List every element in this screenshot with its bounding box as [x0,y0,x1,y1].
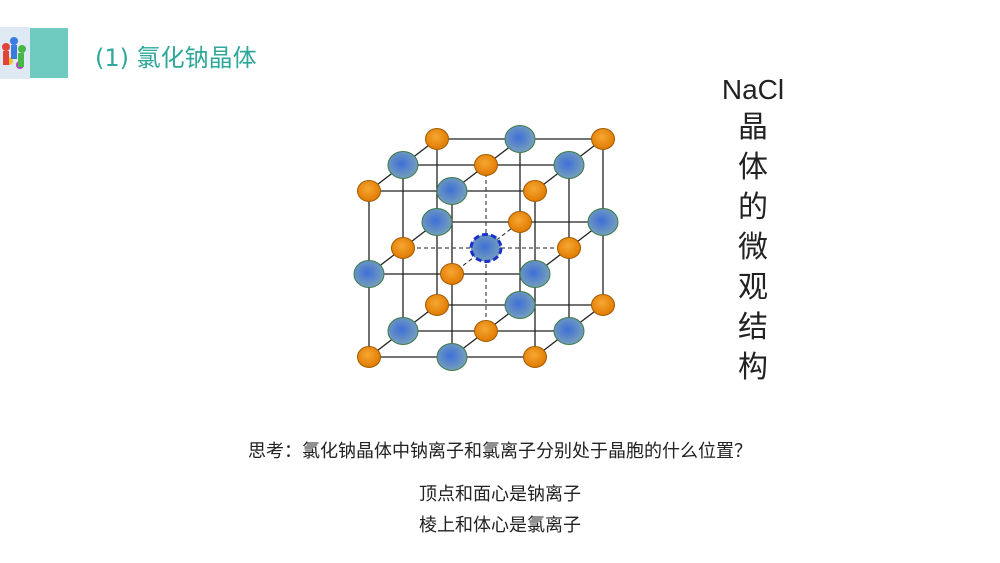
chloride-ion [353,260,385,288]
sodium-ion [557,237,581,259]
sodium-ion [440,263,464,285]
sodium-ion [523,346,547,368]
chloride-ion [504,291,536,319]
side-title-formula: NaCl [721,74,785,105]
lattice-atoms [353,125,619,371]
slide-title: (1) 氯化钠晶体 [95,44,257,72]
sodium-ion [391,237,415,259]
chloride-ion [504,125,536,153]
sodium-ion [508,211,532,233]
sodium-ion [591,128,615,150]
title-accent-bar [30,28,68,78]
chloride-ion [436,177,468,205]
answer-line-1: 顶点和面心是钠离子 [419,484,581,505]
thumbnail-image [0,27,30,79]
sodium-ion [474,320,498,342]
sodium-ion [591,294,615,316]
question-text: 思考：氯化钠晶体中钠离子和氯离子分别处于晶胞的什么位置？ [248,441,752,462]
chloride-ion [519,260,551,288]
chloride-ion [436,343,468,371]
sodium-ion [523,180,547,202]
chloride-ion [387,151,419,179]
side-title: NaCl 晶体的微观结构 [713,72,793,388]
chloride-ion [587,208,619,236]
chloride-ion [421,208,453,236]
nacl-crystal-lattice-diagram [353,125,619,371]
sodium-ion [474,154,498,176]
sodium-ion [425,128,449,150]
side-title-text: 晶体的微观结构 [738,110,768,385]
sodium-ion [425,294,449,316]
chloride-ion [553,317,585,345]
sodium-ion [357,180,381,202]
chloride-ion [387,317,419,345]
chloride-ion [553,151,585,179]
body-center-chloride-ion [469,233,503,263]
sodium-ion [357,346,381,368]
answer-line-2: 棱上和体心是氯离子 [419,515,581,536]
